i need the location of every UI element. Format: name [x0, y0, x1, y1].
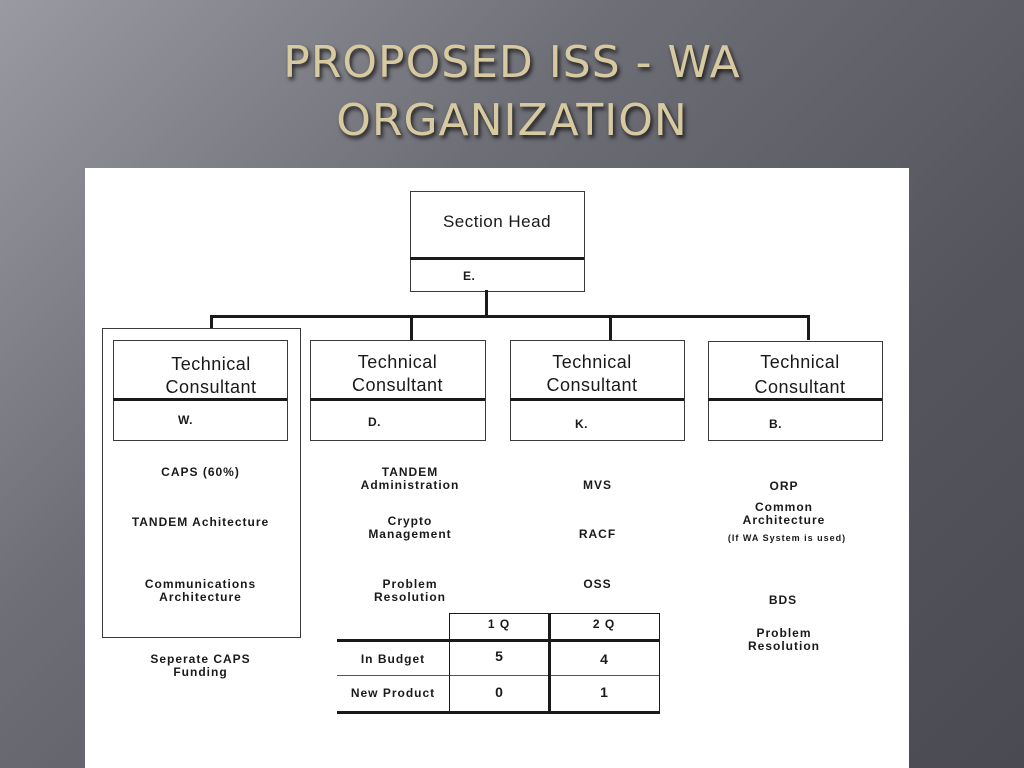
duty-architecture-b: Architecture	[742, 513, 826, 527]
duty-tandem-architecture: TANDEM Achitecture	[131, 515, 270, 529]
consultant-name-k: K.	[575, 417, 588, 431]
section-head-name: E.	[463, 269, 476, 283]
duty-resolution-b: Resolution	[748, 639, 820, 653]
table-bottom-line	[337, 711, 660, 714]
consultant-name-w: W.	[178, 413, 193, 427]
table-cell-in-budget-2q: 4	[600, 651, 608, 667]
head-connector-vertical	[485, 290, 488, 315]
duty-resolution: Resolution	[374, 590, 446, 604]
section-head-title: Section Head	[442, 212, 552, 231]
branch-connector-2	[410, 315, 413, 340]
consultant-title-line-1: Technical	[171, 354, 251, 374]
duty-architecture: Architecture	[159, 590, 242, 604]
org-chart: Section Head E. Technical Consultant W. …	[85, 168, 909, 768]
branch-connector-1	[210, 315, 213, 340]
duty-mvs: MVS	[582, 478, 612, 492]
table-header-1q: 1 Q	[487, 617, 511, 631]
duty-communications: Communications	[144, 577, 257, 591]
consultant-title-line-2: Consultant	[165, 377, 257, 397]
branch-connector-horizontal	[210, 315, 810, 318]
consultant-name-d: D.	[368, 415, 381, 429]
table-row-label-in-budget: In Budget	[360, 652, 426, 666]
duty-bds: BDS	[768, 593, 798, 607]
duty-common: Common	[755, 500, 813, 514]
table-col-line-2	[548, 613, 551, 714]
branch-connector-4	[807, 315, 810, 340]
table-cell-new-product-1q: 0	[495, 684, 503, 700]
duty-problem: Problem	[382, 577, 438, 591]
consultant-box-d	[310, 340, 486, 441]
consultant-divider-w	[113, 398, 287, 401]
section-head-box	[410, 191, 585, 292]
consultant-title-line-2: Consultant	[754, 377, 846, 397]
table-top-line	[449, 613, 660, 614]
slide-title-line-2: ORGANIZATION	[336, 95, 688, 146]
footnote-line-1: Seperate CAPS	[150, 652, 251, 666]
slide-title: PROPOSED ISS - WA ORGANIZATION	[0, 34, 1024, 150]
duty-management: Management	[368, 527, 452, 541]
footnote-line-2: Funding	[173, 665, 228, 679]
duty-if-wa-system: (If WA System is used)	[727, 533, 847, 543]
consultant-divider-b	[708, 398, 882, 401]
consultant-divider-d	[310, 398, 485, 401]
table-row-label-new-product: New Product	[350, 686, 436, 700]
duty-caps: CAPS (60%)	[161, 465, 240, 479]
table-row-line	[337, 675, 660, 676]
duty-crypto: Crypto	[387, 514, 433, 528]
consultant-box-w	[113, 340, 288, 441]
consultant-name-b: B.	[769, 417, 782, 431]
duty-problem-b: Problem	[756, 626, 812, 640]
consultant-title-line-1: Technical	[760, 352, 840, 372]
duty-racf: RACF	[578, 527, 617, 541]
branch-connector-3	[609, 315, 612, 340]
table-header-2q: 2 Q	[592, 617, 616, 631]
section-head-divider	[410, 257, 584, 260]
duty-administration: Administration	[360, 478, 460, 492]
duty-oss: OSS	[583, 577, 612, 591]
consultant-box-k	[510, 340, 685, 441]
duty-tandem: TANDEM	[381, 465, 439, 479]
duty-orp: ORP	[769, 479, 799, 493]
consultant-title-line-2: Consultant	[546, 375, 638, 395]
consultant-title-line-1: Technical	[552, 352, 632, 372]
consultant-title-line-1: Technical	[357, 352, 438, 372]
slide-title-line-1: PROPOSED ISS - WA	[283, 37, 741, 88]
table-header-line	[337, 639, 660, 642]
table-cell-new-product-2q: 1	[600, 684, 608, 700]
table-cell-in-budget-1q: 5	[495, 648, 503, 664]
consultant-box-b	[708, 341, 883, 441]
table-col-line-3	[659, 613, 660, 714]
consultant-divider-k	[510, 398, 684, 401]
table-col-line-1	[449, 613, 450, 714]
consultant-title-line-2: Consultant	[351, 375, 444, 395]
